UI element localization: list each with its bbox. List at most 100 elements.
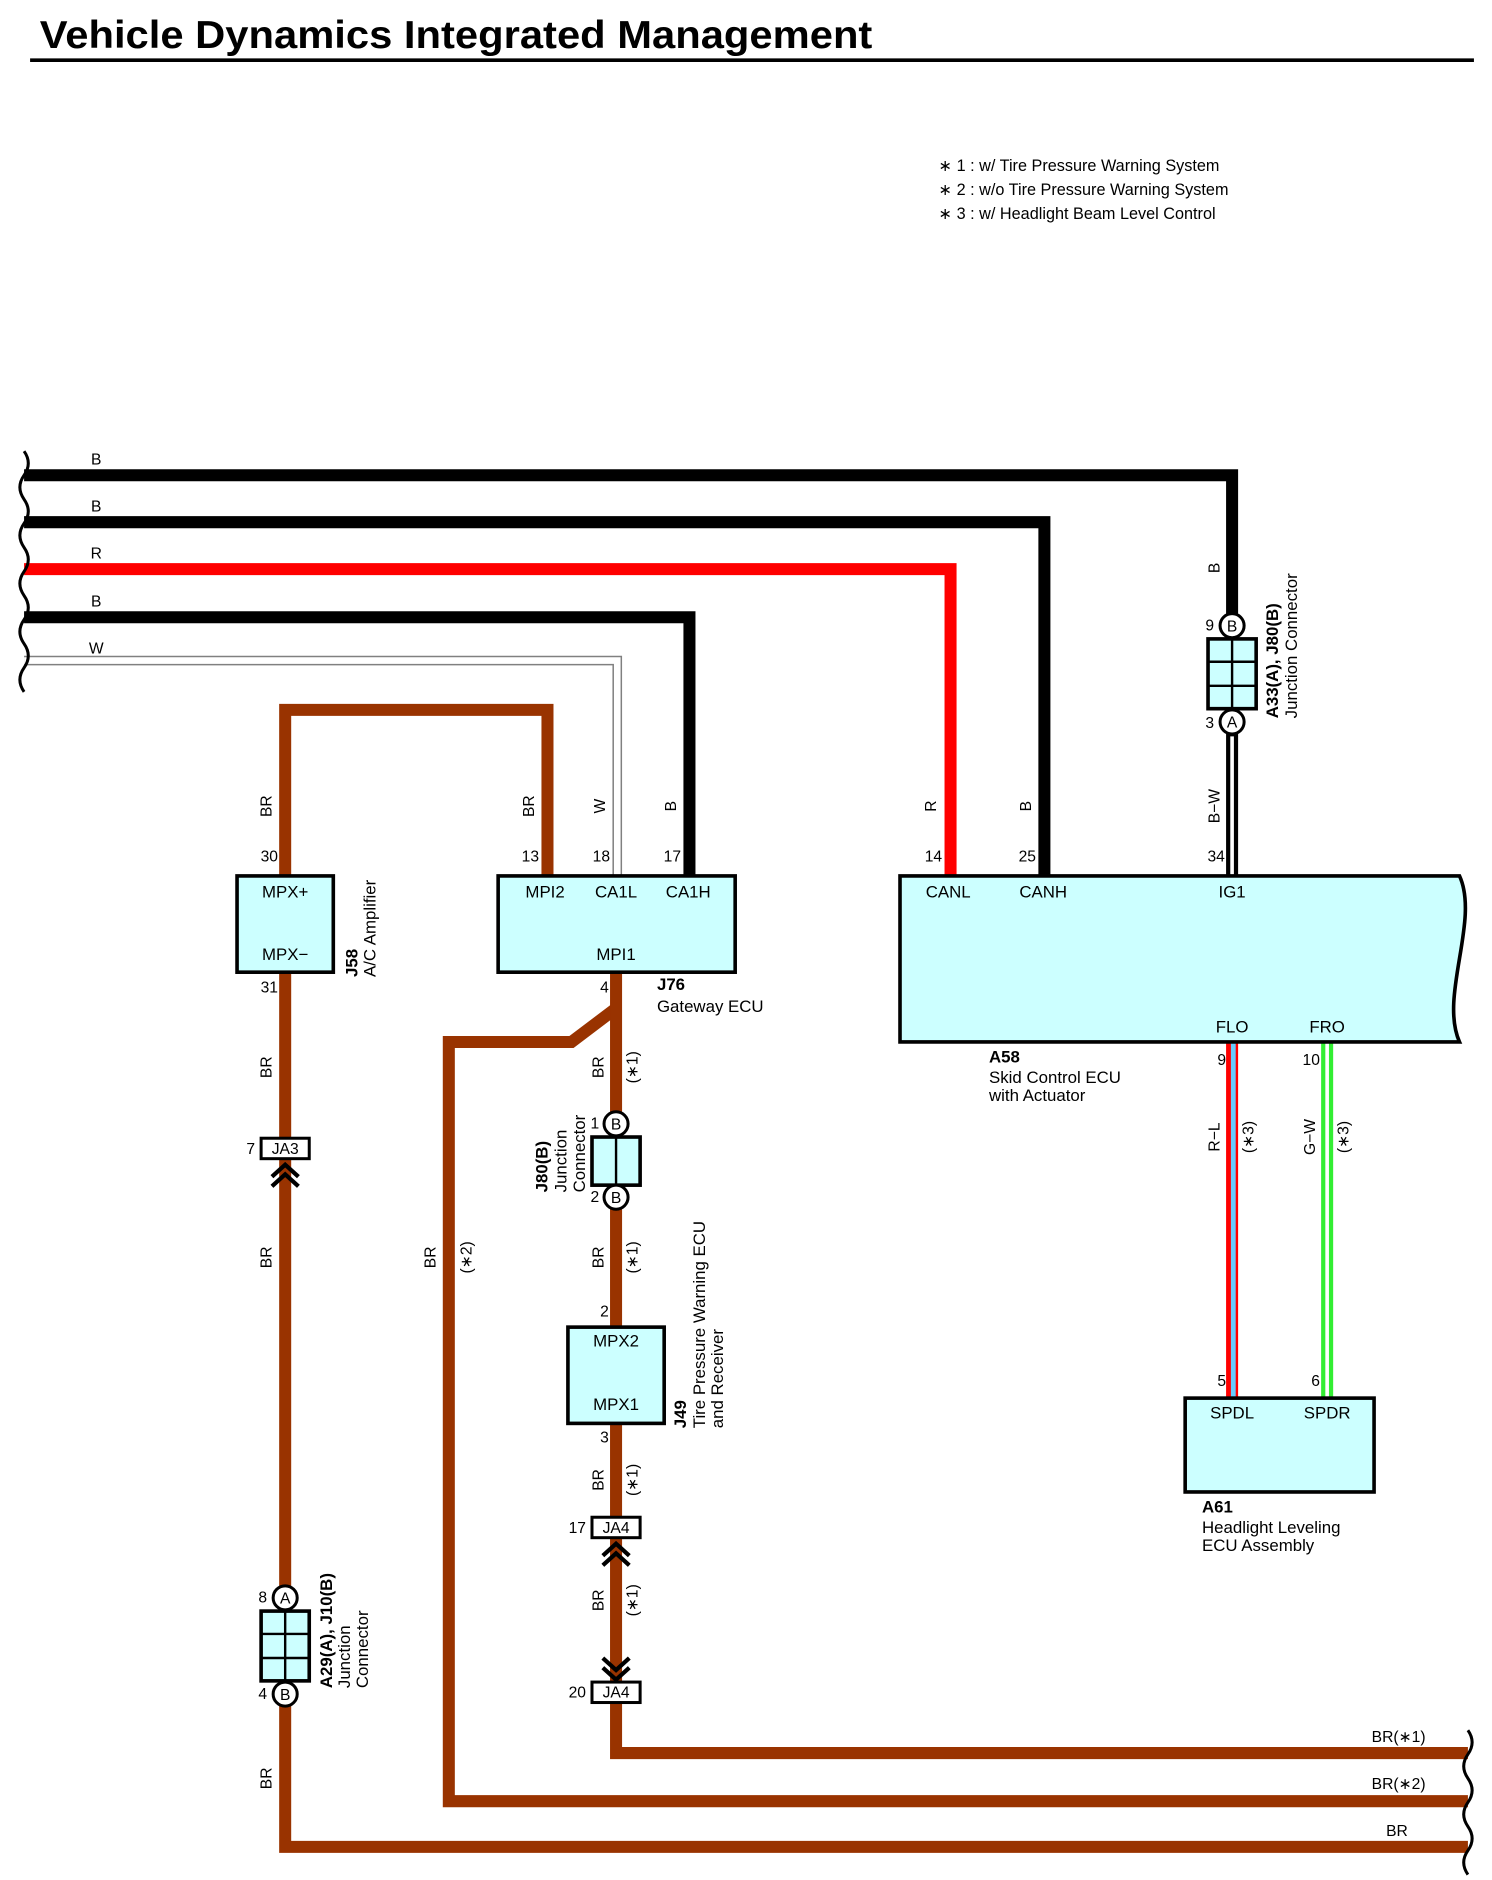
wire-color-label: BR: [259, 1767, 276, 1789]
connector-code: JA4: [603, 1685, 630, 1702]
pin-number: 14: [925, 848, 943, 865]
wire-color-label: R−L: [1207, 1122, 1224, 1151]
wire-color-label: G−W: [1302, 1119, 1319, 1155]
wire-color-label: BR: [591, 1056, 608, 1078]
component-name: A/C Amplifier: [360, 879, 379, 977]
wire-color-label: W: [592, 799, 609, 814]
a61-box: [1183, 1396, 1376, 1494]
component-name: Connector: [570, 1114, 589, 1192]
chevron-up-icon: [270, 1161, 300, 1188]
connector-ja4-lower: JA4 20: [569, 1656, 642, 1705]
terminal-label: CANH: [1019, 883, 1067, 902]
note-3: ∗ 3 : w/ Headlight Beam Level Control: [939, 205, 1216, 223]
connector-letter: B: [1227, 618, 1237, 635]
a58-box: [898, 874, 1468, 1044]
connector-grid: [1208, 638, 1257, 709]
wire-variant-note: (∗3): [1335, 1121, 1352, 1153]
component-a61: SPDL SPDR 5 6 A61 Headlight Leveling ECU…: [1183, 1373, 1376, 1555]
terminal-label: SPDR: [1304, 1404, 1351, 1423]
wire-color-label: B: [1018, 801, 1035, 811]
wire-color-label: BR: [591, 1589, 608, 1611]
pin-number: 3: [1205, 715, 1214, 732]
component-name: and Receiver: [708, 1329, 727, 1429]
pin-number: 31: [261, 980, 278, 997]
page-title: Vehicle Dynamics Integrated Management: [40, 14, 873, 57]
terminal-label: MPX−: [262, 945, 308, 964]
pin-number: 1: [591, 1116, 600, 1133]
harness-label: W: [89, 640, 104, 657]
wire-color-label: BR: [591, 1246, 608, 1268]
connector-ja3: JA3 7: [246, 1136, 311, 1188]
pin-number: 13: [522, 848, 539, 865]
wire-br-branch-star2: [442, 1003, 1468, 1808]
wire-variant-note: (∗2): [458, 1241, 475, 1273]
pin-number: 17: [569, 1520, 586, 1537]
terminal-label: MPI1: [596, 945, 635, 964]
wire-color-label: B: [1207, 563, 1224, 573]
wire-w-outline: [24, 655, 623, 876]
j76-box: [496, 874, 737, 974]
note-1: ∗ 1 : w/ Tire Pressure Warning System: [939, 157, 1220, 175]
pin-number: 3: [600, 1430, 609, 1447]
wire-b-to-canh: [24, 516, 1051, 876]
wire-color-labels: BR BR W B R B B−W B BR BR BR BR (∗2) BR …: [259, 563, 1353, 1789]
pin-number: 7: [246, 1141, 255, 1158]
connector-letter-circle: [1218, 708, 1246, 736]
pin-number: 2: [600, 1303, 609, 1320]
legend-notes: ∗ 1 : w/ Tire Pressure Warning System ∗ …: [939, 157, 1229, 223]
pin-number: 9: [1205, 617, 1214, 634]
wire-color-label: BR: [259, 795, 276, 817]
ja4-box: [590, 1515, 642, 1540]
connector-code: JA3: [272, 1141, 299, 1158]
wire-br-j58-to-mpi2: [279, 703, 554, 876]
wire-b-to-ca1h: [24, 611, 696, 876]
component-code: J49: [671, 1400, 690, 1428]
harness-break-left: [18, 450, 30, 693]
wire-br-j58-to-bottom: [279, 972, 1468, 1853]
harness-label: B: [91, 498, 101, 515]
wire-color-label: BR: [521, 795, 538, 817]
component-name: Junction Connector: [1282, 573, 1301, 718]
connector-j80b: B B 1 2 J80(B) Junction Connector: [532, 1110, 642, 1211]
connector-letter-circle: [602, 1183, 630, 1211]
harness-label: BR(∗2): [1372, 1776, 1426, 1793]
connector-code: JA4: [603, 1520, 630, 1537]
wire-color-label: BR: [422, 1246, 439, 1268]
pin-number: 18: [593, 848, 611, 865]
terminal-label: IG1: [1219, 883, 1246, 902]
wire-color-label: B: [663, 801, 680, 811]
pin-number: 5: [1217, 1373, 1226, 1390]
pin-number: 2: [591, 1189, 600, 1206]
component-name: Junction: [335, 1625, 354, 1688]
harness-label: B: [91, 451, 101, 468]
terminal-label: MPI2: [525, 883, 564, 902]
pin-number: 4: [258, 1686, 267, 1703]
terminal-label: CA1L: [595, 883, 637, 902]
connector-letter: B: [611, 1190, 621, 1207]
wire-br-mpi1-to-bottom: [610, 972, 1468, 1760]
terminal-label: MPX+: [262, 883, 308, 902]
terminal-label: SPDL: [1210, 1404, 1254, 1423]
component-a58: CANL CANH IG1 FLO FRO 14 25 34 9 10 A58 …: [898, 848, 1468, 1105]
terminal-label: FLO: [1216, 1017, 1249, 1036]
connector-letter: B: [280, 1687, 290, 1704]
component-name: Gateway ECU: [657, 997, 764, 1016]
component-j58: MPX+ MPX− 30 31 J58 A/C Amplifier: [235, 848, 379, 997]
component-name: Headlight Leveling: [1202, 1518, 1340, 1537]
pin-number: 6: [1311, 1373, 1320, 1390]
j58-box: [235, 874, 336, 974]
terminal-label: CANL: [926, 883, 971, 902]
connector-a29-j10: A B 8 4 A29(A), J10(B) Junction Connecto…: [258, 1573, 372, 1708]
chevron-up-icon: [601, 1540, 631, 1567]
pin-number: 34: [1207, 848, 1225, 865]
wire-color-label: B−W: [1207, 789, 1224, 824]
pin-number: 8: [258, 1590, 267, 1607]
wire-r-to-canl: [24, 563, 957, 876]
terminal-label: FRO: [1309, 1017, 1345, 1036]
component-name: Tire Pressure Warning ECU: [690, 1221, 709, 1428]
component-code: J58: [342, 949, 361, 977]
connector-letter: B: [611, 1116, 621, 1133]
component-name: ECU Assembly: [1202, 1536, 1315, 1555]
component-j49: MPX2 MPX1 2 3 J49 Tire Pressure Warning …: [566, 1221, 727, 1447]
